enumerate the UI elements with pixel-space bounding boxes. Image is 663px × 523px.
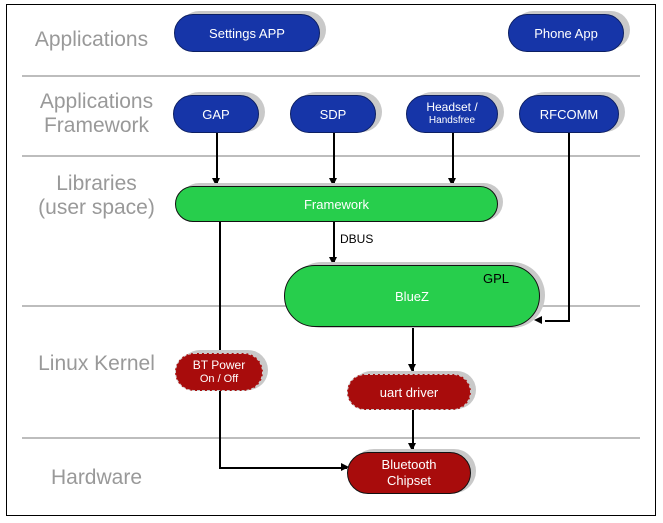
layer-label-linux-kernel: Linux Kernel: [38, 352, 155, 375]
connector-headset-to-framework: [452, 132, 454, 184]
node-phone-app-label: Phone App: [534, 25, 598, 41]
node-bluez[interactable]: BlueZ: [284, 265, 540, 327]
connector-gap-to-framework: [216, 132, 218, 184]
node-headset-handsfree[interactable]: Headset / Handsfree: [406, 95, 498, 133]
divider-applications: [22, 75, 640, 77]
connector-framework-to-bluez: [333, 220, 335, 264]
node-sdp-label: SDP: [319, 106, 347, 122]
connector-rfcomm-vertical: [568, 132, 570, 322]
node-sdp[interactable]: SDP: [290, 95, 376, 133]
gpl-label: GPL: [483, 271, 510, 286]
connector-uart-to-chipset: [412, 406, 414, 450]
layer-label-applications: Applications: [34, 28, 149, 51]
connector-rfcomm-horizontal: [545, 320, 569, 322]
node-bluetooth-chipset-sublabel: Chipset: [386, 473, 432, 488]
arrowhead-bluez-to-uart: [408, 364, 416, 372]
node-uart-driver[interactable]: uart driver: [347, 374, 471, 410]
node-settings-app-label: Settings APP: [209, 25, 285, 41]
node-uart-driver-label: uart driver: [379, 384, 439, 400]
node-rfcomm-label: RFCOMM: [539, 106, 599, 122]
node-settings-app[interactable]: Settings APP: [174, 14, 320, 52]
divider-applications-framework: [22, 155, 640, 157]
layer-label-applications-framework: Applications Framework: [39, 90, 154, 137]
node-bluetooth-chipset[interactable]: Bluetooth Chipset: [347, 452, 471, 494]
node-framework[interactable]: Framework: [175, 186, 498, 222]
arrowhead-uart-to-chipset: [408, 443, 416, 451]
arrowhead-gap-to-framework: [212, 178, 220, 186]
connector-bluez-to-uart: [412, 327, 414, 371]
node-gap-label: GAP: [202, 106, 230, 122]
node-headset-handsfree-label: Headset /: [426, 100, 478, 114]
node-bluetooth-chipset-label: Bluetooth: [381, 457, 437, 472]
arrowhead-sdp-to-framework: [329, 178, 337, 186]
node-bt-power-sublabel: On / Off: [199, 373, 239, 385]
node-rfcomm[interactable]: RFCOMM: [519, 95, 619, 133]
divider-linux-kernel: [22, 437, 640, 439]
node-headset-handsfree-sublabel: Handsfree: [428, 115, 476, 126]
arrowhead-framework-to-bluez: [329, 257, 337, 265]
connector-sdp-to-framework: [333, 132, 335, 184]
node-phone-app[interactable]: Phone App: [508, 14, 624, 52]
node-bt-power[interactable]: BT Power On / Off: [175, 353, 263, 391]
node-gap[interactable]: GAP: [173, 95, 259, 133]
node-bt-power-label: BT Power: [192, 358, 246, 372]
connector-framework-to-chipset-horizontal: [219, 467, 347, 469]
node-bluez-label: BlueZ: [395, 288, 429, 304]
dbus-label: DBUS: [340, 232, 374, 246]
connector-framework-to-chipset-vertical: [219, 220, 221, 468]
arrowhead-headset-to-framework: [448, 178, 456, 186]
arrowhead-to-bluetooth-chipset: [341, 463, 349, 471]
arrowhead-rfcomm-to-bluez: [534, 316, 542, 324]
layer-label-libraries: Libraries (user space): [38, 172, 155, 219]
layer-label-hardware: Hardware: [50, 466, 143, 489]
node-framework-label: Framework: [303, 196, 369, 212]
